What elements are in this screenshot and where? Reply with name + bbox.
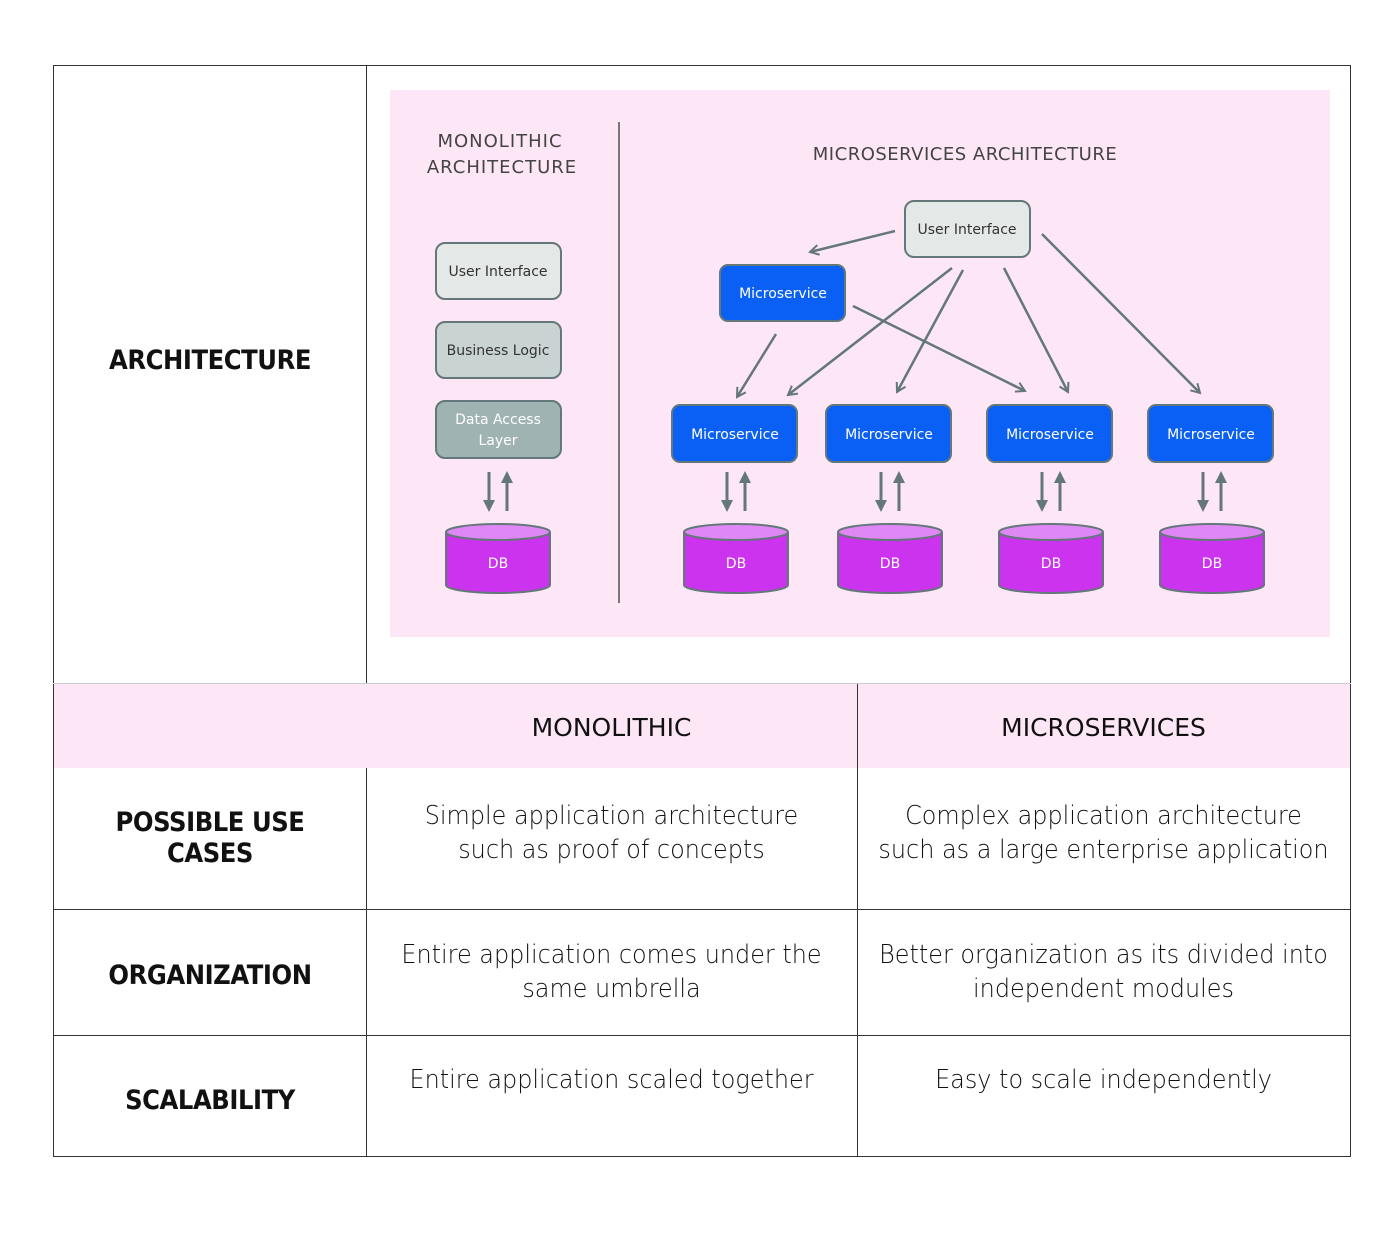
microservice-label: Microservice <box>691 427 779 443</box>
cell-scalability-microservices: Easy to scale independently <box>935 1065 1272 1095</box>
mono-data-label: Layer <box>478 433 517 449</box>
divider <box>53 65 54 1157</box>
row-label-architecture: ARCHITECTURE <box>109 344 311 376</box>
arrow <box>786 267 953 397</box>
cell-line: such as a large enterprise application <box>878 835 1329 865</box>
mono-title: ARCHITECTURE <box>427 157 577 178</box>
divider <box>1350 65 1351 1157</box>
divider <box>366 65 367 683</box>
cell-scalability-monolithic: Entire application scaled together <box>409 1065 814 1095</box>
ui-label: User Interface <box>917 222 1016 238</box>
cell-line: Entire application comes under the <box>401 940 822 970</box>
arrow <box>735 333 778 399</box>
row-label-use-cases: POSSIBLE USE CASES <box>115 807 305 869</box>
db-cylinder: DB <box>1159 523 1265 594</box>
divider <box>53 683 1351 684</box>
mono-title: MONOLITHIC <box>437 131 562 152</box>
divider <box>53 909 1351 910</box>
cell-use-cases-microservices: Complex application architecture such as… <box>877 798 1331 868</box>
cell-use-cases-monolithic: Simple application architecture such as … <box>386 798 838 868</box>
microservice-box <box>1147 404 1274 463</box>
db-cylinder: DB <box>683 523 789 594</box>
microservice-box <box>719 264 846 322</box>
divider <box>857 683 858 1157</box>
db-cylinder: DB <box>445 523 551 594</box>
divider <box>53 65 1351 66</box>
arrow <box>895 269 965 394</box>
mono-logic-label: Business Logic <box>447 343 550 359</box>
arrow <box>1002 267 1070 394</box>
cell-line: same umbrella <box>522 974 701 1004</box>
divider <box>53 1156 1351 1157</box>
db-label: DB <box>1202 556 1222 572</box>
cell-organization-microservices: Better organization as its divided into … <box>877 937 1331 1007</box>
cell-line: such as proof of concepts <box>458 835 765 865</box>
cell-line: Simple application architecture <box>424 801 799 831</box>
mono-data-box <box>435 400 562 459</box>
micro-title: MICROSERVICES ARCHITECTURE <box>813 144 1117 165</box>
db-label: DB <box>880 556 900 572</box>
microservice-box <box>986 404 1113 463</box>
cell-organization-monolithic: Entire application comes under the same … <box>386 937 838 1007</box>
microservice-box <box>825 404 952 463</box>
row-label-scalability: SCALABILITY <box>125 1084 295 1116</box>
arrow <box>852 304 1027 393</box>
db-label: DB <box>1041 556 1061 572</box>
db-cylinder: DB <box>837 523 943 594</box>
divider <box>53 1035 1351 1036</box>
db-cylinder: DB <box>998 523 1104 594</box>
cell-line: independent modules <box>973 974 1234 1004</box>
microservice-label: Microservice <box>739 286 827 302</box>
row-label-organization: ORGANIZATION <box>108 959 312 991</box>
header-monolithic: MONOLITHIC <box>531 712 692 742</box>
mono-ui-label: User Interface <box>448 264 547 280</box>
microservice-label: Microservice <box>845 427 933 443</box>
db-label: DB <box>488 556 508 572</box>
arrow <box>1041 233 1202 395</box>
microservice-label: Microservice <box>1006 427 1094 443</box>
microservice-label: Microservice <box>1167 427 1255 443</box>
microservice-box <box>671 404 798 463</box>
mono-ui-box <box>435 242 562 300</box>
mono-data-label: Data Access <box>455 412 541 428</box>
arrow <box>808 229 896 256</box>
ui-box <box>904 200 1031 258</box>
header-row <box>54 683 1350 768</box>
header-microservices: MICROSERVICES <box>1001 712 1206 742</box>
cell-line: Complex application architecture <box>905 801 1302 831</box>
divider <box>366 768 367 1157</box>
mono-logic-box <box>435 321 562 379</box>
db-label: DB <box>726 556 746 572</box>
cell-line: Better organization as its divided into <box>879 940 1328 970</box>
